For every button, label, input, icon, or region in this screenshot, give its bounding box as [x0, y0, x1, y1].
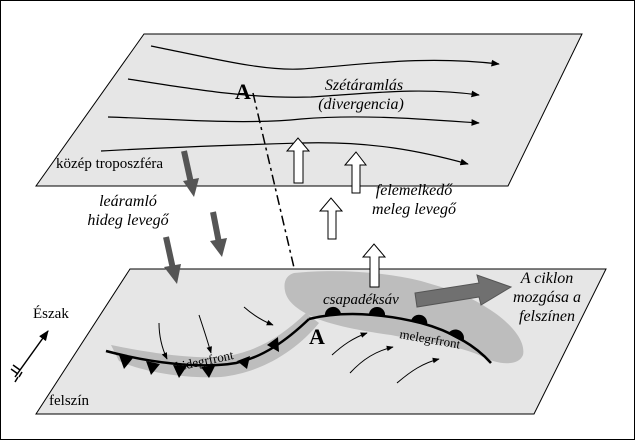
cold-front-triangle: [237, 356, 250, 369]
cold-front-triangle: [173, 365, 187, 378]
precipitation-band-label: csapadéksáv: [323, 292, 399, 308]
circulation-arrow: [198, 314, 212, 354]
up-arrow: [318, 197, 344, 240]
cyclone-motion-label-2: mozgása a: [513, 289, 581, 306]
circulation-arrow: [396, 357, 440, 384]
rising-air-label-1: felemelkedő: [376, 182, 453, 199]
descending-air-label-1: leáramló: [99, 193, 157, 210]
up-arrow: [361, 243, 387, 288]
down-arrow: [181, 150, 194, 184]
warm-front-semicircle: [448, 329, 464, 342]
down-arrow: [163, 236, 176, 270]
cold-front-triangle: [146, 361, 160, 375]
circulation-arrow: [158, 322, 168, 360]
north-label: Észak: [33, 305, 69, 322]
cyclone-motion-arrow: [414, 274, 513, 308]
cyclone-motion-label-3: felszínen: [519, 308, 575, 325]
circulation-arrow: [331, 332, 368, 356]
surface-low-marker: A: [309, 324, 325, 349]
up-arrow: [285, 137, 311, 184]
streamline-1: [150, 45, 500, 70]
up-arrow: [343, 151, 368, 194]
warm-front-semicircle: [411, 314, 428, 325]
down-arrow-head: [183, 178, 199, 197]
cold-front-triangle: [201, 366, 215, 378]
surface-plane-label: felszín: [49, 393, 89, 409]
upper-low-marker: A: [235, 79, 251, 104]
streamline-3: [107, 116, 480, 126]
cold-front-triangles: [119, 337, 279, 378]
cold-front-line: [105, 318, 310, 367]
warm-front-semicircles: [324, 306, 464, 342]
upper-plane-label: közép troposzféra: [56, 156, 163, 172]
north-arrow-shaft: [14, 330, 49, 378]
cold-front-triangle: [267, 337, 279, 352]
descending-air-arrows: [163, 150, 227, 284]
rising-air-arrows: [285, 137, 387, 288]
warm-front-semicircle: [324, 306, 341, 316]
surface-circulation-arrows: [158, 306, 440, 384]
north-arrow: [10, 330, 49, 383]
divergence-label-2: (divergencia): [318, 96, 404, 113]
down-arrow: [210, 211, 222, 244]
north-arrow-fletching: [10, 364, 23, 383]
cyclone-motion-label-1: A ciklon: [520, 270, 574, 287]
cold-front-triangle: [119, 355, 133, 369]
down-arrow-head: [164, 264, 181, 284]
divergence-label-1: Szétáramlás: [325, 77, 403, 94]
descending-air-label-2: hideg levegő: [87, 212, 169, 229]
circulation-arrow: [349, 345, 394, 374]
circulation-arrow: [243, 306, 274, 326]
down-arrow-head: [210, 238, 227, 257]
streamline-2: [127, 78, 480, 98]
rising-air-label-2: meleg levegő: [372, 201, 457, 218]
warm-front-semicircle: [369, 306, 386, 316]
